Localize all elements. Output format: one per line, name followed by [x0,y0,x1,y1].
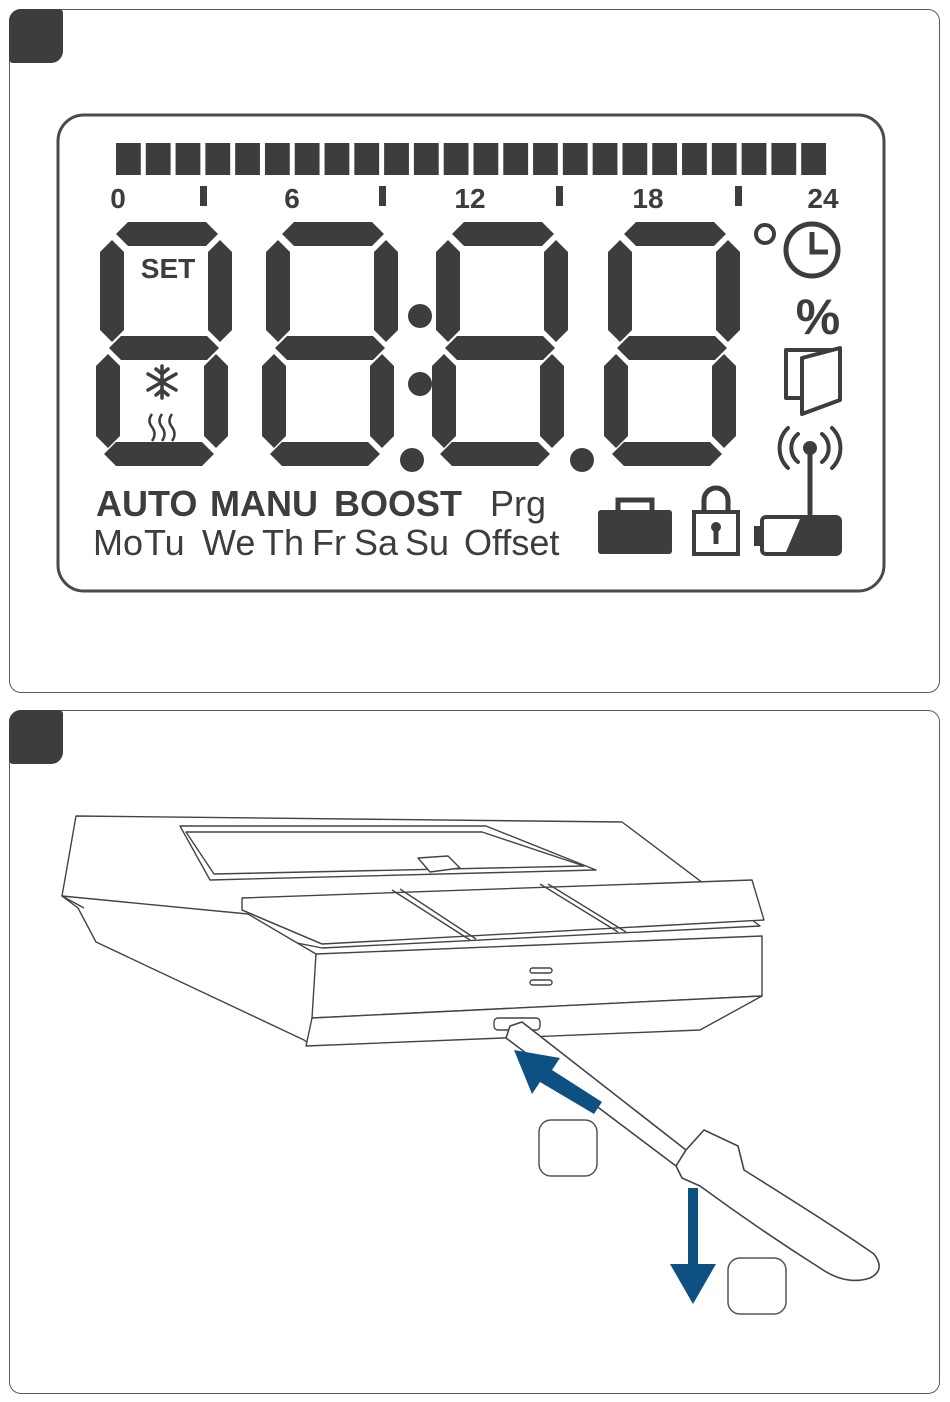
device-vent-slot [530,980,552,985]
time-bar-segment [682,143,707,175]
hour-label-24: 24 [807,183,839,214]
time-bar-segment [384,143,409,175]
hour-label-18: 18 [632,183,663,214]
digit-2-seg-c [370,354,394,448]
time-bar-segment [295,143,320,175]
hour-tick [379,186,386,206]
step-callout-box [539,1120,597,1176]
digit-2-seg-b [374,240,398,342]
time-bar-segment [801,143,826,175]
digit-3-seg-a [452,222,554,246]
digit-3-seg-g [445,336,555,360]
day-sa: Sa [354,522,399,563]
time-bar-segment [176,143,201,175]
digit-4-seg-g [617,336,727,360]
offset-indicator: Offset [464,522,559,563]
digit-4-seg-a [624,222,726,246]
time-bar-segment [116,143,141,175]
heating-icon [144,414,180,445]
step-callout-box [728,1258,786,1314]
percent-symbol: % [796,289,840,345]
colon-dot-lower [408,372,432,396]
digit-4-seg-c [712,354,736,448]
program-indicator: Prg [490,483,546,524]
time-bar-segment [354,143,379,175]
time-bar-segment [563,143,588,175]
time-bar-segment [205,143,230,175]
day-mo: Mo [93,522,143,563]
device-vent-slot [530,968,552,973]
decimal-point [570,448,594,472]
mode-auto: AUTO [96,483,197,524]
digit-1-seg-e [96,354,120,448]
time-bar-segment [652,143,677,175]
time-bar-segment [444,143,469,175]
digit-2-seg-d [270,442,380,466]
time-bar-segment [742,143,767,175]
decimal-point [400,448,424,472]
digit-3-seg-f [436,240,460,342]
window-open-icon [786,348,840,414]
hour-scale: 0 6 12 18 24 [110,183,839,214]
thermostat-device [62,816,764,1046]
time-bar-segment [414,143,439,175]
digit-1-seg-b [208,240,232,342]
day-we: We [202,522,255,563]
suitcase-icon [598,500,672,554]
hour-label-6: 6 [284,183,300,214]
day-su: Su [405,522,449,563]
mode-boost: BOOST [334,483,462,524]
snowflake-icon [148,366,176,398]
battery-icon [754,517,840,554]
pull-down-arrow-icon [670,1188,716,1304]
time-bar-segment [474,143,499,175]
hour-tick [735,186,742,206]
time-bar-segment [235,143,260,175]
time-bar-segment [533,143,558,175]
digit-4-seg-f [608,240,632,342]
day-tu: Tu [144,522,185,563]
digit-1-seg-a [116,222,218,246]
time-bar [116,143,826,175]
digit-4-seg-b [716,240,740,342]
set-indicator: SET [141,253,195,284]
time-bar-segment [771,143,796,175]
digit-3-seg-e [432,354,456,448]
digit-1-seg-f [100,240,124,342]
hour-tick [556,186,563,206]
digit-3-seg-d [440,442,550,466]
digit-2-seg-e [262,354,286,448]
colon-dot-upper [408,304,432,328]
digit-3-seg-c [540,354,564,448]
lock-icon [694,488,738,554]
time-bar-segment [325,143,350,175]
hour-tick [200,186,207,206]
weekday-row: Mo Tu We Th Fr Sa Su [93,522,449,563]
time-bar-segment [503,143,528,175]
hour-label-12: 12 [454,183,485,214]
digit-2-seg-a [282,222,384,246]
digit-1-seg-c [204,354,228,448]
clock-icon [786,224,838,276]
degree-symbol-icon [756,225,774,243]
time-bar-segment [712,143,737,175]
digit-2-seg-f [266,240,290,342]
digit-3-seg-b [544,240,568,342]
digit-1-seg-g [109,336,219,360]
time-bar-segment [146,143,171,175]
digit-2-seg-g [275,336,385,360]
time-bar-segment [265,143,290,175]
time-bar-segment [622,143,647,175]
antenna-icon [780,428,841,514]
hour-label-0: 0 [110,183,126,214]
digit-4-seg-d [612,442,722,466]
digit-4-seg-e [604,354,628,448]
day-th: Th [262,522,304,563]
day-fr: Fr [312,522,346,563]
mode-manu: MANU [210,483,318,524]
time-bar-segment [593,143,618,175]
